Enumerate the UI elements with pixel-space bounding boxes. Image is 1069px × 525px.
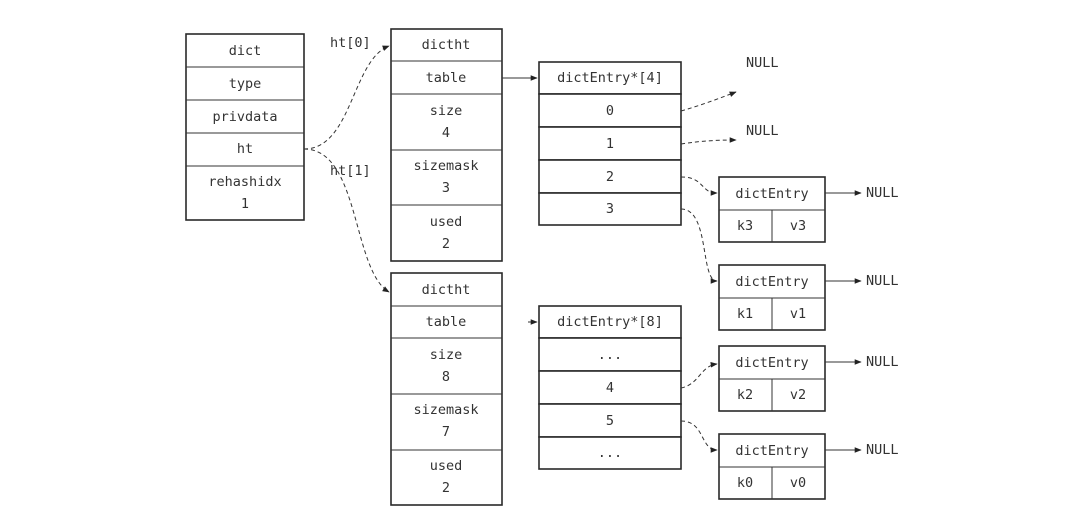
dict-title: dict [229, 43, 262, 59]
slot4-entry-arrow [680, 361, 718, 389]
table1-header: dictEntry*[8] [557, 314, 663, 330]
entry-title: dictEntry [735, 274, 808, 290]
ht0-size-label: size [430, 103, 463, 119]
entry-next-null: NULL [866, 185, 899, 201]
table0-array: dictEntry*[4] 0 1 2 3 [538, 61, 682, 226]
entry-value: v3 [790, 218, 806, 234]
entry-key: k1 [737, 306, 753, 322]
dict-entry-k2: dictEntry k2 v2 NULL [718, 345, 899, 412]
dict-entry-k1: dictEntry k1 v1 NULL [718, 264, 899, 331]
ht1-size-label: size [430, 347, 463, 363]
ht0-title: dictht [422, 37, 471, 53]
ht0-used-value: 2 [442, 236, 450, 252]
entry-value: v0 [790, 475, 806, 491]
table0-header: dictEntry*[4] [557, 70, 663, 86]
ht1-label: ht[1] [330, 163, 371, 179]
ht0-sizemask-label: sizemask [413, 158, 478, 174]
slot2-entry-arrow [680, 176, 718, 196]
entry-title: dictEntry [735, 186, 808, 202]
dict-privdata-field: privdata [212, 109, 277, 125]
slot0-null-arrow [680, 91, 737, 112]
dict-entry-k0: dictEntry k0 v0 NULL [718, 433, 899, 500]
dict-type-field: type [229, 76, 262, 92]
slot3-entry-arrow [680, 208, 718, 284]
entry-key: k2 [737, 387, 753, 403]
slot5-entry-arrow [680, 420, 718, 453]
ht1-pointer-arrow [303, 148, 390, 293]
table1-array: dictEntry*[8] ... 4 5 ... [538, 305, 682, 470]
slot1-null-arrow [680, 137, 737, 145]
entry-title: dictEntry [735, 443, 808, 459]
dict-entry-k3: dictEntry k3 v3 NULL [718, 176, 899, 243]
entry-value: v2 [790, 387, 806, 403]
entry-next-null: NULL [866, 442, 899, 458]
slot1-null: NULL [746, 123, 779, 139]
entry-key: k0 [737, 475, 753, 491]
entry-next-null: NULL [866, 354, 899, 370]
ht0-table-field: table [426, 70, 467, 86]
dict-rehashidx-value: 1 [241, 196, 249, 212]
ht0-used-label: used [430, 214, 463, 230]
dict-rehashidx-label: rehashidx [208, 174, 281, 190]
ht0-label: ht[0] [330, 35, 371, 51]
table0-slot: 0 [606, 103, 614, 119]
ht1-title: dictht [422, 282, 471, 298]
ht0-dictht: dictht table size 4 sizemask 3 used 2 [390, 28, 503, 262]
dict-struct: dict type privdata ht rehashidx 1 [185, 33, 305, 221]
ht1-dictht: dictht table size 8 sizemask 7 used 2 [390, 272, 503, 506]
table1-slot: ... [598, 347, 622, 363]
ht0-pointer-arrow [303, 45, 390, 150]
ht0-sizemask-value: 3 [442, 180, 450, 196]
table1-slot: 5 [606, 413, 614, 429]
dict-ht-field: ht [237, 141, 253, 157]
ht1-sizemask-value: 7 [442, 424, 450, 440]
slot0-null: NULL [746, 55, 779, 71]
table1-slot: 4 [606, 380, 614, 396]
ht1-size-value: 8 [442, 369, 450, 385]
ht1-used-label: used [430, 458, 463, 474]
ht0-size-value: 4 [442, 125, 450, 141]
entry-title: dictEntry [735, 355, 808, 371]
entry-value: v1 [790, 306, 806, 322]
table0-slot: 3 [606, 201, 614, 217]
entry-next-null: NULL [866, 273, 899, 289]
entry-key: k3 [737, 218, 753, 234]
ht1-table-field: table [426, 314, 467, 330]
table0-slot: 1 [606, 136, 614, 152]
ht1-used-value: 2 [442, 480, 450, 496]
table1-slot: ... [598, 445, 622, 461]
table0-slot: 2 [606, 169, 614, 185]
ht1-sizemask-label: sizemask [413, 402, 478, 418]
